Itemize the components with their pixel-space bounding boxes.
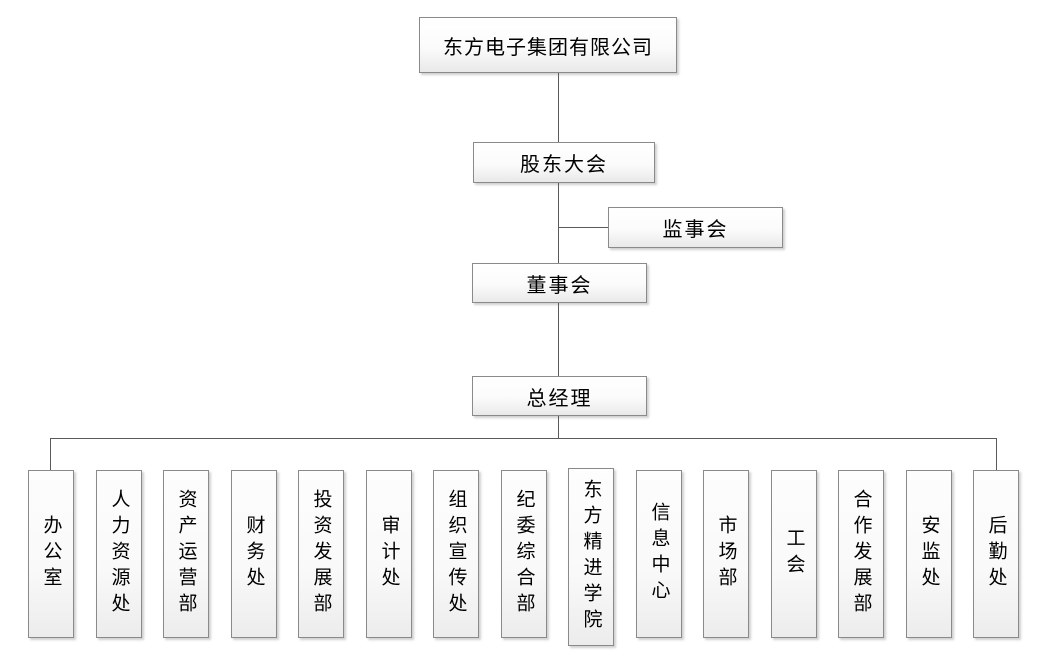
- dept-label: 合作发展部: [850, 489, 872, 619]
- connector-spine: [50, 438, 996, 439]
- dept-node-organization-publicity: 组织宣传处: [433, 470, 479, 638]
- dept-label: 后勤处: [985, 515, 1007, 593]
- connector-shareholders-to-board: [558, 183, 559, 263]
- dept-node-cooperation-development: 合作发展部: [838, 470, 884, 638]
- dept-node-asset-operations: 资产运营部: [163, 470, 209, 638]
- dept-label: 人力资源处: [108, 489, 130, 619]
- dept-label: 纪委综合部: [513, 489, 535, 619]
- connector-spine-right-drop: [996, 438, 997, 470]
- dept-label: 办公室: [40, 515, 62, 593]
- connector-board-to-gm: [558, 303, 559, 376]
- dept-node-discipline-committee: 纪委综合部: [501, 470, 547, 638]
- dept-label: 投资发展部: [310, 489, 332, 619]
- dept-label: 工会: [783, 528, 805, 580]
- dept-label: 审计处: [378, 515, 400, 593]
- dept-label: 财务处: [243, 515, 265, 593]
- node-shareholders-meeting: 股东大会: [473, 142, 655, 183]
- dept-node-marketing: 市场部: [703, 470, 749, 638]
- dept-node-investment-development: 投资发展部: [298, 470, 344, 638]
- node-shareholders-meeting-label: 股东大会: [520, 154, 608, 176]
- node-general-manager: 总经理: [472, 376, 647, 416]
- dept-label: 东方精进学院: [580, 479, 602, 635]
- node-board-of-directors-label: 董事会: [526, 274, 593, 297]
- node-supervisory-board-label: 监事会: [662, 219, 729, 241]
- connector-company-to-shareholders: [558, 73, 559, 142]
- dept-node-office: 办公室: [28, 470, 74, 638]
- dept-node-safety-supervision: 安监处: [906, 470, 952, 638]
- connector-branch-supervisory: [558, 227, 608, 228]
- connector-gm-to-spine: [558, 416, 559, 439]
- connector-spine-left-drop: [50, 438, 51, 470]
- dept-label: 信息中心: [648, 502, 670, 606]
- node-general-manager-label: 总经理: [526, 387, 593, 410]
- dept-node-logistics: 后勤处: [973, 470, 1019, 638]
- node-supervisory-board: 监事会: [608, 207, 783, 248]
- dept-node-labor-union: 工会: [771, 470, 817, 638]
- node-company-label: 东方电子集团有限公司: [443, 36, 653, 59]
- dept-label: 组织宣传处: [445, 489, 467, 619]
- dept-node-human-resources: 人力资源处: [96, 470, 142, 638]
- dept-node-information-center: 信息中心: [636, 470, 682, 638]
- dept-node-dongfang-academy: 东方精进学院: [568, 468, 614, 646]
- dept-label: 资产运营部: [175, 489, 197, 619]
- dept-label: 市场部: [715, 515, 737, 593]
- dept-node-finance: 财务处: [231, 470, 277, 638]
- dept-label: 安监处: [918, 515, 940, 593]
- node-company: 东方电子集团有限公司: [419, 17, 677, 73]
- node-board-of-directors: 董事会: [472, 263, 647, 303]
- dept-node-audit: 审计处: [366, 470, 412, 638]
